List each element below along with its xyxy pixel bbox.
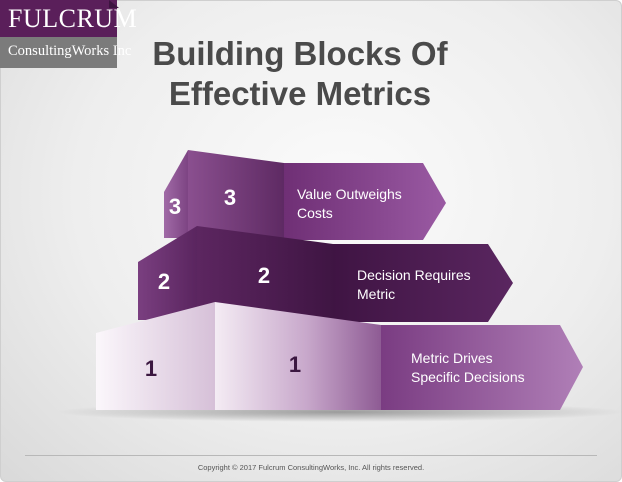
block-2 bbox=[138, 226, 513, 322]
block-2-arrow bbox=[333, 244, 513, 322]
title-line-2: Effective Metrics bbox=[168, 75, 432, 112]
logo-name: FULCRUM bbox=[8, 4, 138, 33]
logo-bottom-band bbox=[0, 37, 117, 68]
block-2-side-number: 2 bbox=[157, 269, 171, 294]
block-2-label: Decision Requires Metric bbox=[357, 266, 471, 304]
block-3-side-number: 3 bbox=[168, 194, 182, 219]
title-line-1: Building Blocks Of bbox=[152, 35, 448, 72]
block-1-label: Metric Drives Specific Decisions bbox=[411, 349, 525, 387]
block-3-arrow bbox=[284, 163, 446, 240]
block-3 bbox=[164, 150, 446, 240]
block-2-label-line-2: Metric bbox=[357, 286, 396, 302]
block-1-side bbox=[96, 302, 215, 410]
block-1-label-line-1: Metric Drives bbox=[411, 350, 493, 366]
block-3-label: Value Outweighs Costs bbox=[297, 185, 402, 223]
block-1-side-number: 1 bbox=[144, 356, 158, 381]
block-1-label-line-2: Specific Decisions bbox=[411, 369, 525, 385]
copyright-footer: Copyright © 2017 Fulcrum ConsultingWorks… bbox=[197, 463, 425, 472]
block-3-label-line-1: Value Outweighs bbox=[297, 186, 402, 202]
block-2-side bbox=[138, 226, 197, 320]
block-2-front bbox=[197, 226, 333, 320]
slide-title: Building Blocks Of Effective Metrics bbox=[140, 34, 460, 114]
block-3-front-number: 3 bbox=[223, 185, 237, 210]
block-3-front bbox=[188, 150, 284, 240]
footer-divider-top bbox=[25, 455, 597, 456]
block-3-side bbox=[164, 150, 188, 238]
block-1-front-number: 1 bbox=[288, 352, 302, 377]
block-2-front-number: 2 bbox=[257, 263, 271, 288]
logo-tab bbox=[109, 0, 119, 8]
logo-top-band bbox=[0, 0, 117, 37]
company-logo: FULCRUM ConsultingWorks Inc bbox=[0, 0, 137, 68]
block-2-label-line-1: Decision Requires bbox=[357, 267, 471, 283]
block-1-front bbox=[215, 302, 381, 410]
logo-subtitle: ConsultingWorks Inc bbox=[8, 43, 132, 59]
block-1 bbox=[96, 302, 583, 410]
block-1-arrow bbox=[381, 325, 583, 410]
block-3-label-line-2: Costs bbox=[297, 205, 333, 221]
